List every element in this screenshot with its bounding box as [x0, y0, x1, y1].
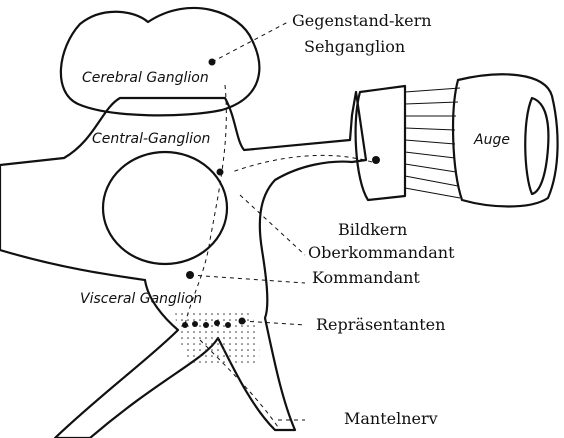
label-repraesentanten: Repräsentanten: [316, 315, 445, 334]
visceral-dotted-region: [175, 310, 260, 365]
label-sehganglion: Sehganglion: [304, 37, 405, 56]
label-gegenstandskern: Gegenstand-kern: [292, 11, 432, 30]
fiber-tract-eye: [232, 155, 372, 172]
sehganglion-dot: [372, 156, 380, 164]
label-bildkern: Bildkern: [338, 220, 407, 239]
label-cerebral-ganglion: Cerebral Ganglion: [82, 70, 209, 86]
label-kommandant: Kommandant: [312, 268, 420, 287]
cerebral-ganglion: [61, 8, 259, 115]
label-eye: Auge: [473, 132, 510, 148]
label-oberkommandant: Oberkommandant: [308, 243, 455, 262]
label-central-ganglion: Central-Ganglion: [92, 131, 210, 147]
lens: [525, 98, 548, 194]
optic-rays: [405, 88, 460, 198]
bildkern-dot: [217, 169, 224, 176]
label-visceral-ganglion: Visceral Ganglion: [80, 291, 202, 307]
label-mantelnerv: Mantelnerv: [344, 409, 438, 428]
